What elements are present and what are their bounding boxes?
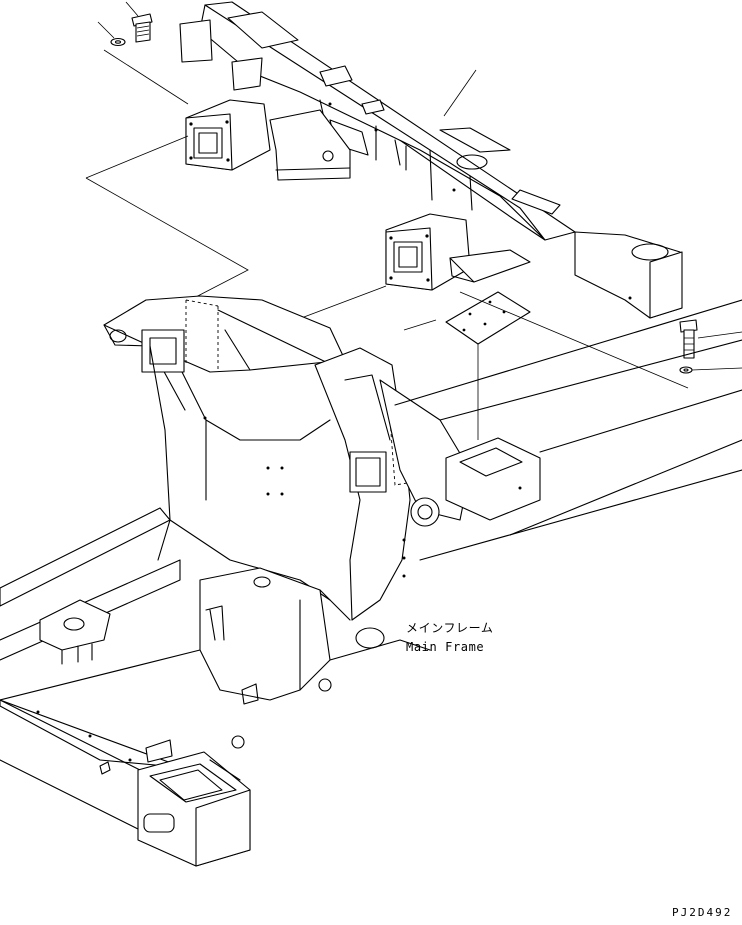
shim-plate xyxy=(445,291,531,345)
main-frame-label-en: Main Frame xyxy=(406,640,485,654)
bolt-washer-top-left xyxy=(110,13,153,47)
cross-member xyxy=(179,1,683,319)
main-frame-drawing xyxy=(0,102,742,867)
bolt-washer-right xyxy=(679,319,698,374)
right-mount-flange xyxy=(385,213,531,291)
drawing-code-label: PJ2D492 xyxy=(672,906,733,919)
left-mount-flange xyxy=(185,99,351,181)
leader-lines xyxy=(85,1,742,440)
main-frame-label-ja: メインフレーム xyxy=(406,621,494,635)
